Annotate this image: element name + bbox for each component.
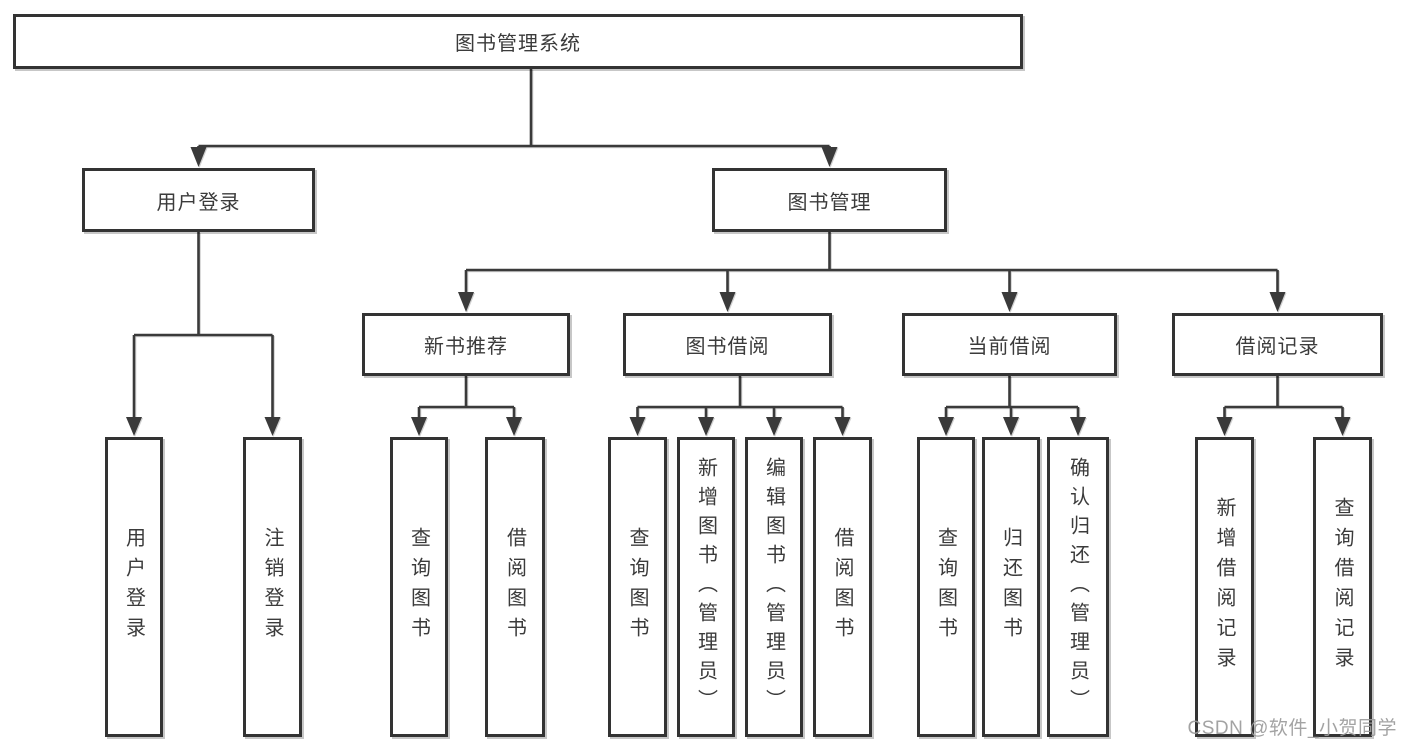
connector-user-login-children [126,232,281,436]
leaf-user-login-label: 用户登录 [122,527,145,647]
arrowhead [1001,292,1018,312]
leaf-br-add-record: 新增借阅记录 [1195,437,1254,737]
leaf-cb-confirm-return-label: 确认归还（管理员） [1066,456,1089,718]
arrowhead [821,147,838,167]
leaf-nbr-borrow-book-label: 借阅图书 [503,527,526,647]
connector-root-to-level2 [190,69,838,167]
node-new-book-rec: 新书推荐 [362,313,570,376]
leaf-bb-edit-book-label: 编辑图书（管理员） [762,456,785,718]
node-current-borrow: 当前借阅 [902,313,1117,376]
node-new-book-rec-label: 新书推荐 [424,336,508,358]
node-book-borrow: 图书借阅 [623,313,832,376]
arrowhead [766,417,782,436]
arrowhead [698,417,714,436]
watermark: CSDN @软件_小贺同学 [1187,718,1397,739]
node-borrow-record: 借阅记录 [1172,313,1383,376]
arrowhead [629,417,646,436]
arrowhead [1003,417,1019,436]
leaf-bb-edit-book: 编辑图书（管理员） [745,437,803,737]
arrowhead [1269,292,1286,312]
connector-book-borrow-children [629,376,851,436]
arrowhead [719,292,736,312]
leaf-nbr-query-book-label: 查询图书 [407,527,430,647]
connector-borrow-record-children [1216,376,1351,436]
leaf-bb-query-book: 查询图书 [608,437,667,737]
node-book-mgmt: 图书管理 [712,168,947,232]
arrowhead [190,147,207,167]
connector-current-borrow-children [938,376,1086,436]
arrowhead [1070,417,1086,436]
arrowhead [264,417,281,436]
leaf-nbr-borrow-book: 借阅图书 [485,437,545,737]
leaf-bb-borrow-book: 借阅图书 [813,437,872,737]
connector-new-book-rec-children [411,376,522,436]
arrowhead [458,292,474,312]
leaf-cb-return-book-label: 归还图书 [999,527,1022,647]
leaf-bb-borrow-book-label: 借阅图书 [831,527,853,647]
leaf-bb-add-book: 新增图书（管理员） [677,437,735,737]
leaf-cb-confirm-return: 确认归还（管理员） [1047,437,1109,737]
leaf-nbr-query-book: 查询图书 [390,437,448,737]
leaf-cb-query-book-label: 查询图书 [934,527,957,647]
arrowhead [1216,417,1233,436]
node-current-borrow-label: 当前借阅 [967,336,1052,358]
node-user-login: 用户登录 [82,168,315,232]
leaf-cb-query-book: 查询图书 [917,437,975,737]
leaf-logout: 注销登录 [243,437,302,737]
leaf-bb-add-book-label: 新增图书（管理员） [694,456,717,718]
arrowhead [126,417,142,436]
leaf-br-add-record-label: 新增借阅记录 [1213,497,1235,677]
node-user-login-label: 用户登录 [156,191,241,214]
leaf-br-query-record-label: 查询借阅记录 [1331,497,1353,677]
node-root-label: 图书管理系统 [455,33,581,55]
leaf-logout-label: 注销登录 [261,527,283,647]
leaf-br-query-record: 查询借阅记录 [1313,437,1372,737]
arrowhead [834,417,851,436]
leaf-user-login: 用户登录 [105,437,163,737]
node-book-borrow-label: 图书借阅 [685,336,770,358]
node-root: 图书管理系统 [13,14,1023,69]
connector-book-mgmt-children [458,232,1286,312]
node-book-mgmt-label: 图书管理 [787,191,872,214]
arrowhead [506,417,522,436]
arrowhead [411,417,427,436]
arrowhead [938,417,954,436]
leaf-bb-query-book-label: 查询图书 [626,527,648,647]
leaf-cb-return-book: 归还图书 [982,437,1040,737]
node-borrow-record-label: 借阅记录 [1235,336,1320,358]
arrowhead [1334,417,1351,436]
